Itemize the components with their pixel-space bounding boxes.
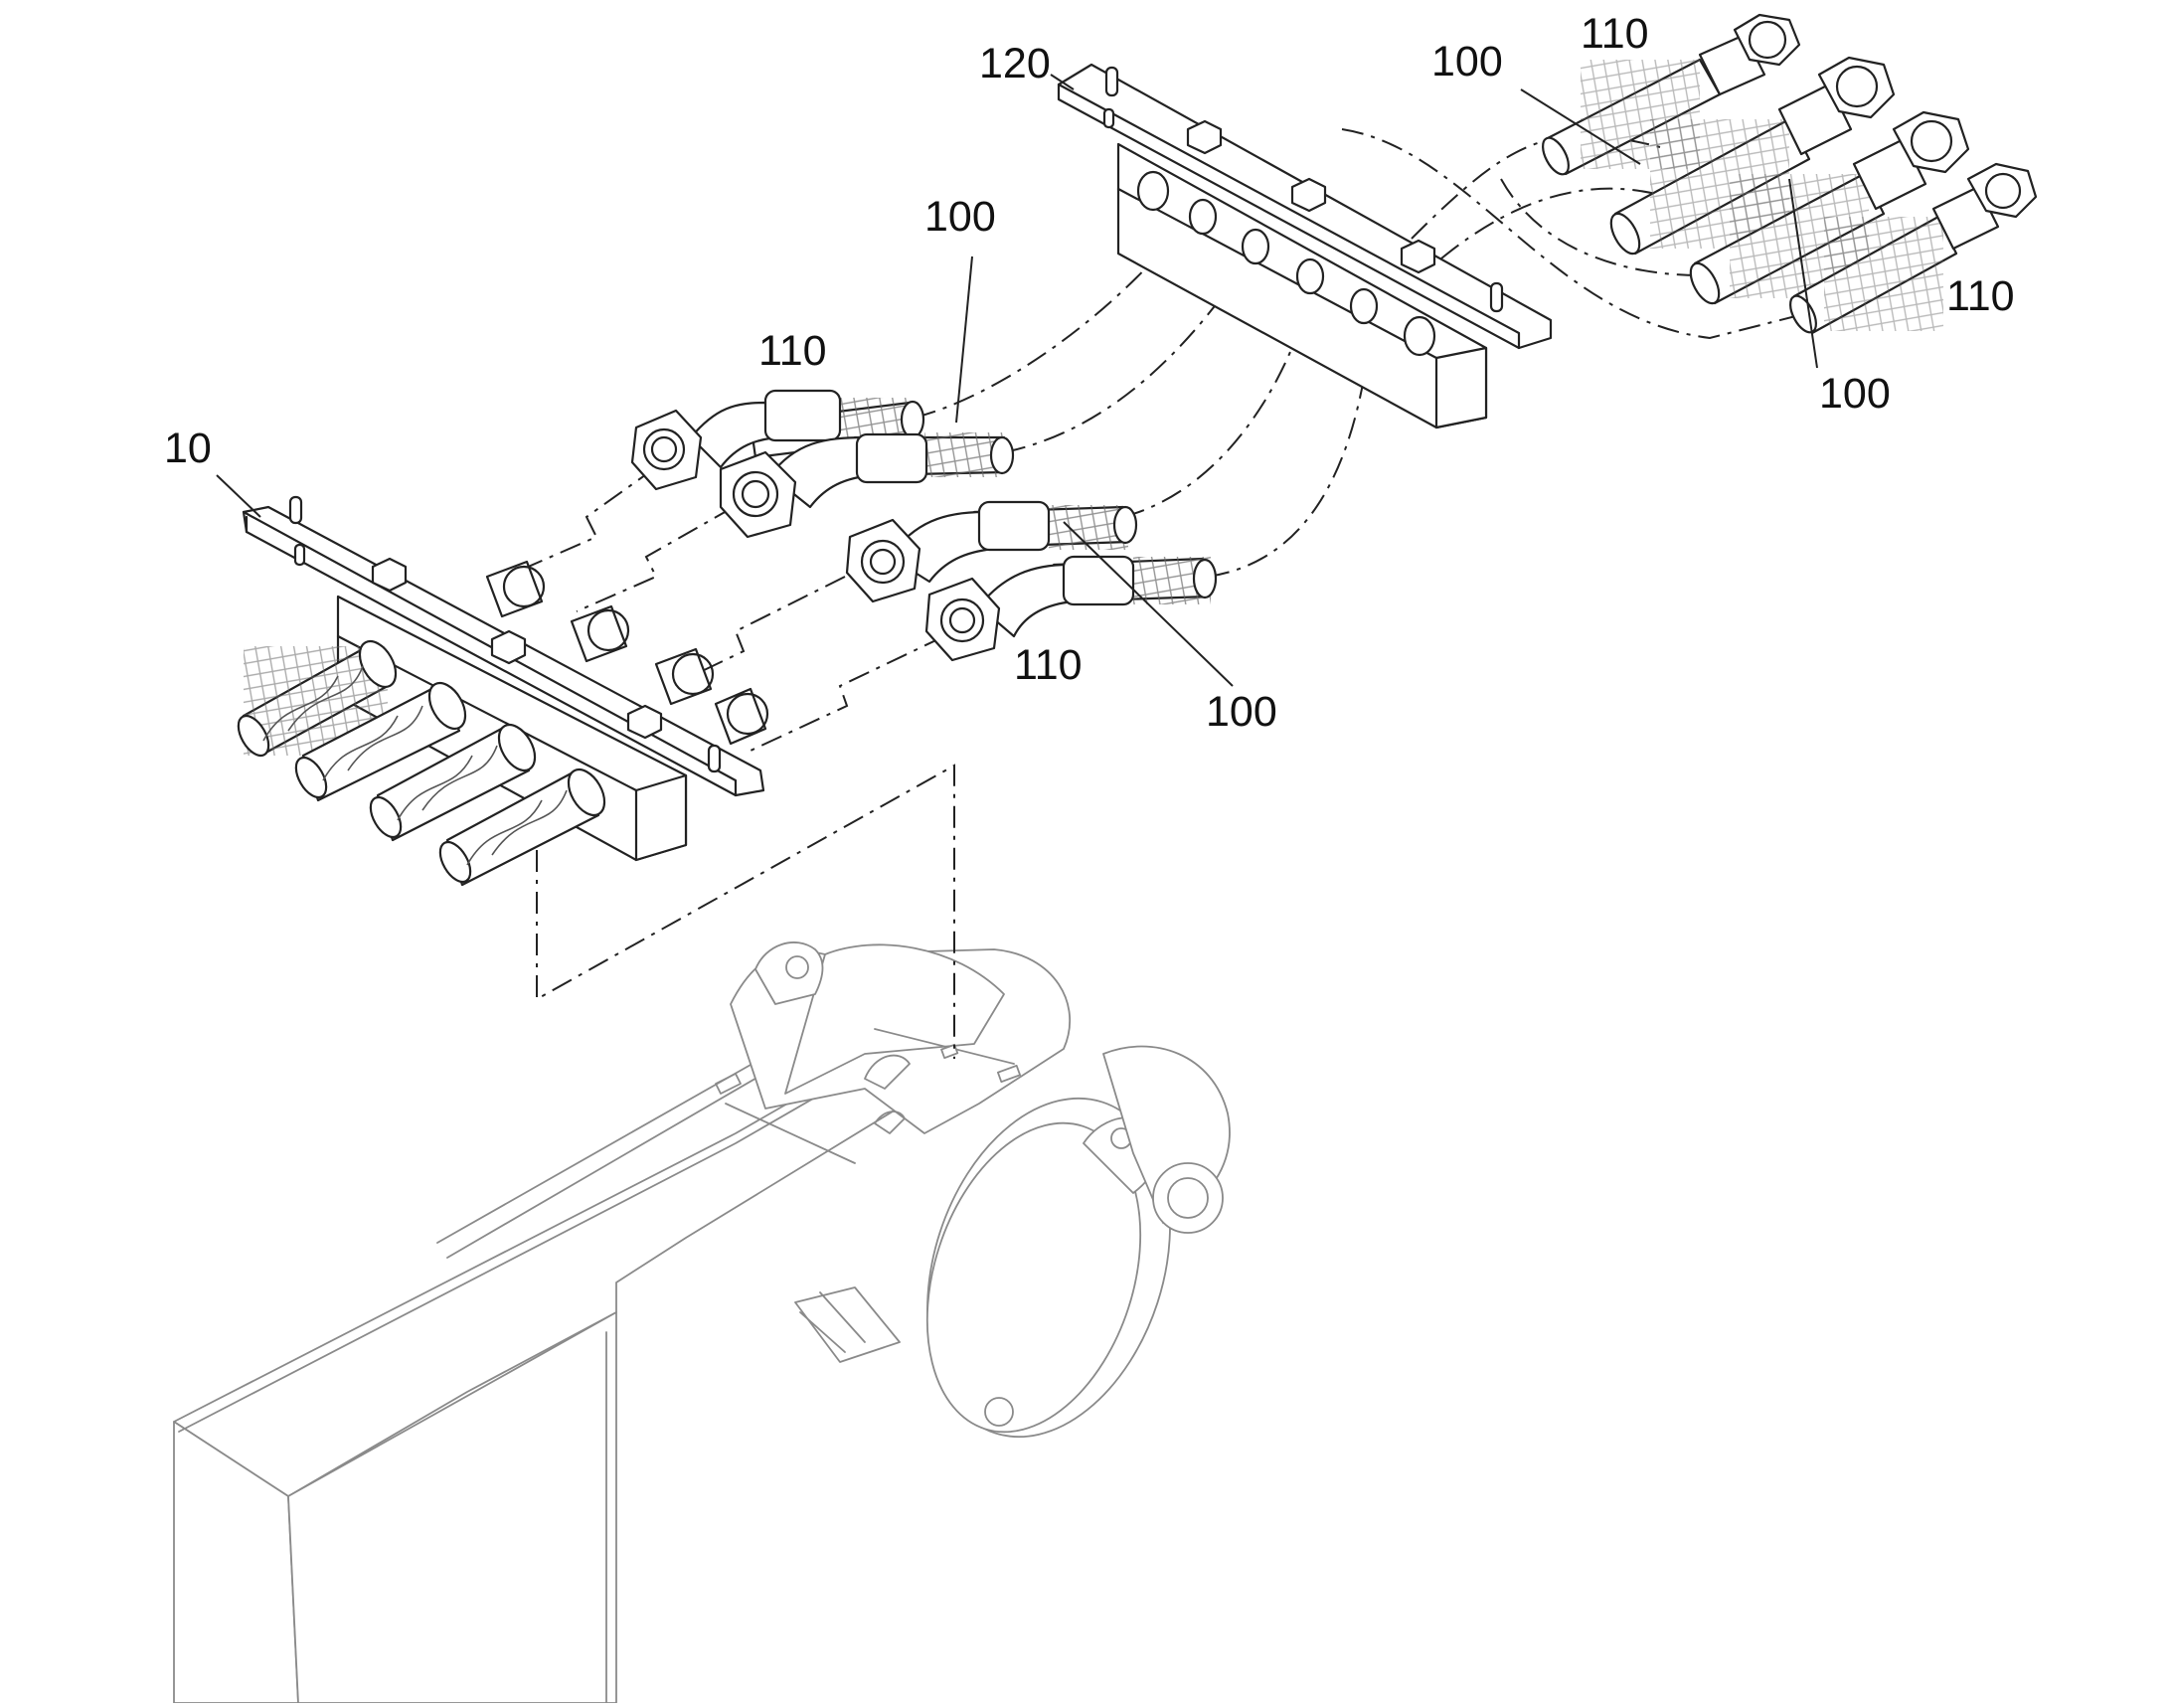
side-bracket [794,1286,901,1363]
label-100-lower: 100 [1206,688,1277,736]
manifold-10-hoses [237,639,606,887]
boom-structure [173,941,1231,1704]
elbow-hose-4 [924,555,1218,662]
pin [288,495,303,525]
label-110-middle: 110 [758,327,827,375]
label-110-right: 110 [1946,272,2015,320]
label-100-right: 100 [1819,370,1891,418]
straight-hose-1 [1542,13,1801,176]
manifold-10 [237,495,769,887]
elbow-hose-assemblies [630,389,1218,662]
leader-lines [216,74,1818,687]
label-110-top-right: 110 [1581,10,1649,58]
straight-hose-assemblies [1542,13,2038,335]
label-10: 10 [164,425,212,472]
elbow-hose-2 [719,432,1015,539]
pin [707,744,722,773]
label-120: 120 [979,40,1051,87]
label-110-lower: 110 [1014,641,1083,689]
elbow-hose-3 [845,500,1138,603]
label-100-middle: 100 [924,193,996,241]
reference-labels: 10 120 100 100 100 100 110 110 110 110 [164,10,2015,736]
manifold-120 [1057,63,1553,429]
boom-mount-line [536,764,955,1059]
manifold-10-bolts [371,557,663,740]
manifold-10-fittings [485,560,769,746]
label-100-top-right: 100 [1431,38,1503,85]
